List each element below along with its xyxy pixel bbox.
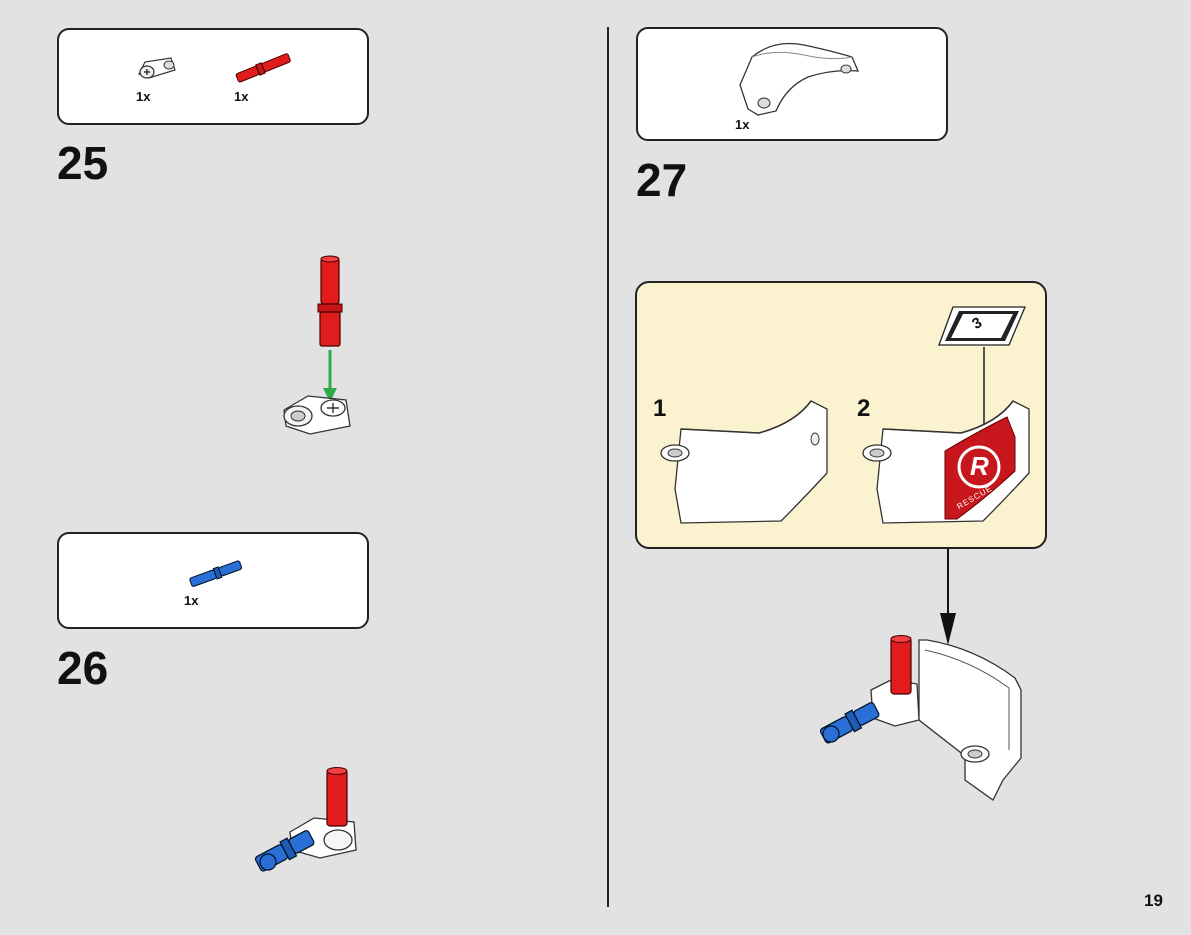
sticker-logo: R: [970, 451, 989, 482]
white-panel-substep-1: [655, 393, 835, 533]
red-axle-pin-icon: [231, 50, 297, 84]
page-number: 19: [1144, 891, 1163, 911]
column-divider: [607, 27, 609, 907]
step-number: 25: [57, 136, 108, 190]
white-panel-substep-2: [857, 393, 1037, 533]
blue-pin-icon: [183, 556, 249, 590]
part-qty: 1x: [136, 89, 150, 104]
step-25-assembly-illustration: [270, 250, 370, 450]
step-number: 27: [636, 153, 687, 207]
step-26-assembly-illustration: [250, 762, 370, 882]
step-number: 26: [57, 641, 108, 695]
parts-callout-step-27: 1x: [636, 27, 948, 141]
parts-callout-step-25: 1x 1x: [57, 28, 369, 125]
parts-callout-step-26: 1x: [57, 532, 369, 629]
subassembly-callout: 1 2 3 R RESCUE: [635, 281, 1047, 549]
white-curved-panel-icon: [734, 37, 860, 117]
part-qty: 1x: [234, 89, 248, 104]
part-qty: 1x: [184, 593, 198, 608]
pin-connector-icon: [135, 52, 179, 86]
step-27-assembly-illustration: [815, 630, 1035, 800]
part-qty: 1x: [735, 117, 749, 132]
